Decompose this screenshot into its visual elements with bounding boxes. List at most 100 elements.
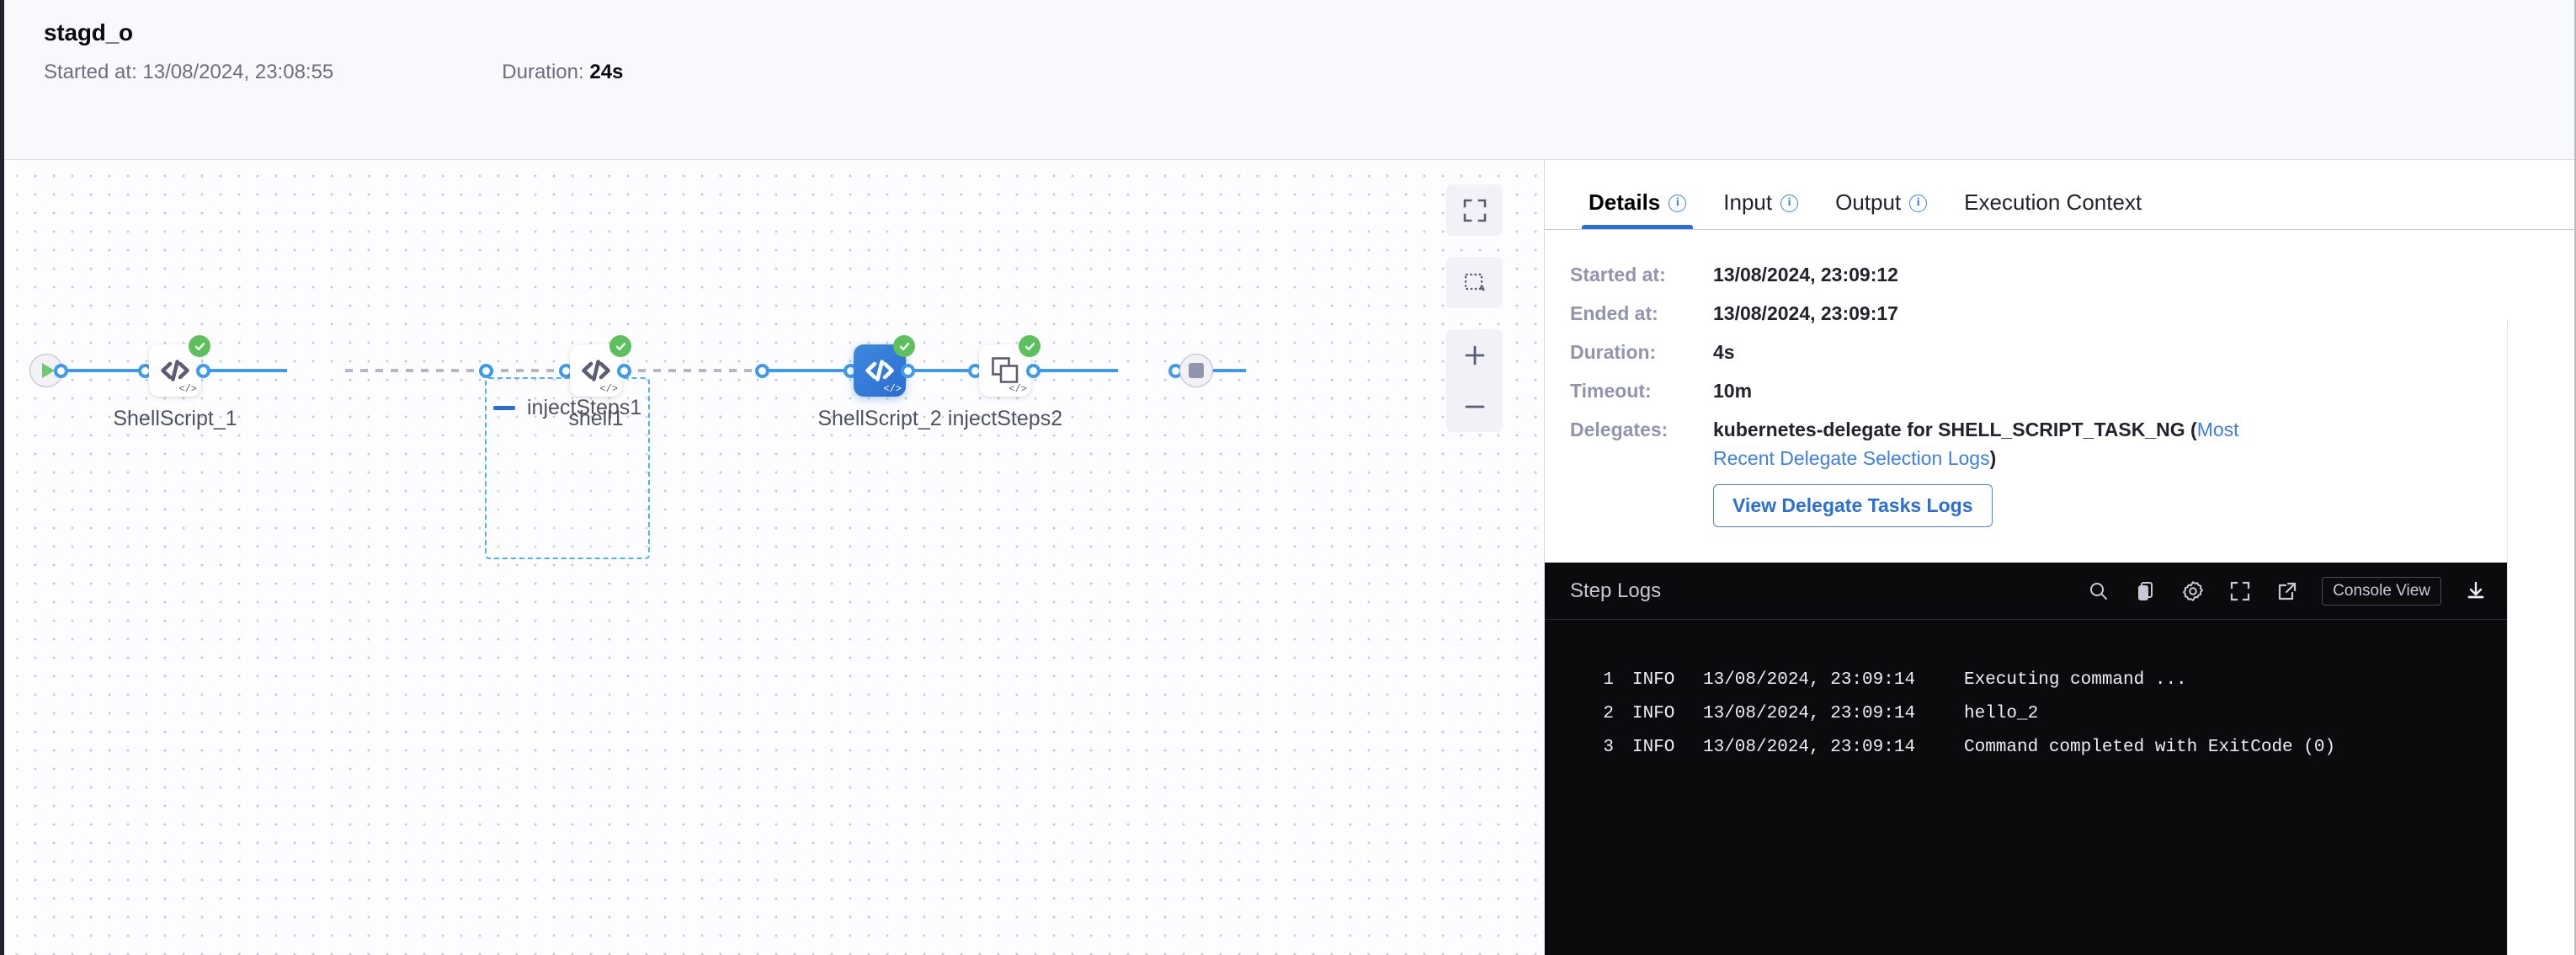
log-line: 2 INFO 13/08/2024, 23:09:14 hello_2 (1545, 697, 2507, 731)
tab-input[interactable]: Input i (1705, 160, 1817, 229)
started-at-label: Started at: (44, 61, 137, 83)
tab-label: Details (1589, 189, 1661, 215)
console-view-button[interactable]: Console View (2322, 576, 2441, 606)
delegates-prefix: kubernetes-delegate for SHELL_SCRIPT_TAS… (1713, 419, 2197, 440)
connector-dot (196, 364, 210, 378)
graph-node-shellscript-1[interactable]: </> ShellScript_1 (113, 335, 237, 430)
fit-to-screen-icon (1463, 199, 1486, 221)
panel-scroll-gutter[interactable] (2507, 320, 2576, 955)
log-line-number: 1 (1603, 670, 1614, 690)
delegates-suffix: ) (1989, 447, 1997, 469)
execution-meta: Started at: 13/08/2024, 23:08:55 Duratio… (44, 61, 2576, 84)
log-level: INFO (1632, 670, 1675, 690)
info-icon[interactable]: i (1909, 195, 1928, 212)
console-header: Step Logs (1545, 563, 2507, 620)
duration-value: 24s (589, 61, 624, 83)
log-timestamp: 13/08/2024, 23:09:14 (1703, 670, 1916, 690)
connector-dot (54, 364, 68, 378)
open-in-new-button[interactable] (2275, 579, 2300, 604)
graph-node-shellscript-2[interactable]: </> ShellScript_2 (817, 335, 942, 430)
code-icon (865, 360, 894, 381)
node-type-icon: </> (883, 383, 902, 395)
execution-header: stagd_o Started at: 13/08/2024, 23:08:55… (0, 0, 2576, 160)
console-title: Step Logs (1570, 579, 1662, 602)
gear-icon (2183, 580, 2204, 601)
status-badge-success (893, 335, 915, 357)
detail-value: 13/08/2024, 23:09:12 (1713, 264, 1898, 285)
page-title: stagd_o (44, 19, 133, 45)
check-icon (194, 342, 205, 350)
status-badge-success (1019, 335, 1041, 357)
code-icon (161, 360, 189, 381)
graph-node-label: injectSteps2 (947, 407, 1063, 430)
info-icon[interactable]: i (1669, 195, 1687, 212)
body-split: injectSteps1 (0, 160, 2576, 955)
started-at-meta: Started at: 13/08/2024, 23:08:55 (44, 61, 333, 84)
left-nav-rail (0, 0, 4, 955)
check-icon (1025, 342, 1035, 350)
tab-output[interactable]: Output i (1817, 160, 1945, 229)
code-icon (582, 360, 610, 381)
detail-row-delegates: Delegates: kubernetes-delegate for SHELL… (1545, 415, 2576, 527)
tab-details[interactable]: Details i (1570, 160, 1705, 229)
detail-row-duration: Duration: 4s (1545, 338, 2576, 366)
zoom-in-icon (1465, 345, 1484, 365)
tab-label: Input (1723, 189, 1773, 215)
end-node[interactable] (1179, 354, 1213, 387)
copy-icon (2138, 581, 2153, 600)
connector-dot (479, 364, 493, 378)
check-icon (615, 342, 625, 350)
settings-button[interactable] (2180, 579, 2206, 604)
detail-row-started-at: Started at: 13/08/2024, 23:09:12 (1545, 260, 2576, 289)
selection-box-icon (1464, 273, 1485, 291)
zoom-out-icon (1465, 405, 1484, 408)
search-button[interactable] (2086, 579, 2111, 604)
external-link-icon (2279, 582, 2297, 600)
details-content: Started at: 13/08/2024, 23:09:12 Ended a… (1545, 230, 2576, 955)
duration-meta: Duration: 24s (502, 61, 623, 84)
detail-label: Timeout: (1570, 380, 1652, 402)
node-type-icon: </> (178, 383, 197, 395)
selection-box-button[interactable] (1446, 257, 1503, 308)
console-toolbar: Console View (2086, 576, 2488, 606)
tab-label: Output (1835, 189, 1902, 215)
started-at-value: 13/08/2024, 23:08:55 (142, 61, 334, 83)
log-output[interactable]: 1 INFO 13/08/2024, 23:09:14 Executing co… (1545, 620, 2507, 955)
zoom-in-button[interactable] (1446, 329, 1503, 381)
play-icon (41, 363, 55, 378)
copy-squares-icon (992, 357, 1019, 383)
download-logs-button[interactable] (2463, 579, 2488, 604)
status-badge-success (189, 335, 210, 357)
step-logs-console: Step Logs (1545, 563, 2507, 955)
detail-value: 10m (1713, 380, 1753, 402)
detail-tabs: Details i Input i Output i Execution Con… (1545, 160, 2576, 230)
tab-execution-context[interactable]: Execution Context (1945, 160, 2160, 229)
step-detail-panel: Details i Input i Output i Execution Con… (1545, 160, 2576, 955)
graph-node-label: shell1 (568, 407, 624, 430)
zoom-stepper (1446, 329, 1503, 432)
view-delegate-tasks-logs-button[interactable]: View Delegate Tasks Logs (1713, 484, 1993, 527)
copy-button[interactable] (2133, 579, 2158, 604)
graph-edges (61, 369, 1246, 372)
fullscreen-button[interactable] (2227, 579, 2253, 604)
connector-dot (617, 364, 631, 378)
graph-node-shell1[interactable]: </> shell1 (568, 335, 631, 430)
pipeline-graph-canvas[interactable]: injectSteps1 (0, 160, 1545, 955)
detail-label: Ended at: (1570, 302, 1658, 324)
delegate-selection-logs-link[interactable]: Most Recent Delegate Selection Logs (1713, 419, 2239, 469)
check-icon (899, 342, 909, 350)
tab-label: Execution Context (1964, 189, 2142, 215)
download-icon (2467, 581, 2484, 598)
status-badge-success (609, 335, 631, 357)
minus-icon[interactable] (493, 406, 515, 410)
step-group-header[interactable]: injectSteps1 (493, 396, 641, 420)
zoom-out-button[interactable] (1446, 381, 1503, 432)
detail-value: 13/08/2024, 23:09:17 (1713, 302, 1898, 324)
info-icon[interactable]: i (1780, 195, 1799, 212)
right-window-edge (2574, 0, 2576, 955)
graph-node-injectsteps2[interactable]: </> injectSteps2 (948, 335, 1062, 430)
fit-to-screen-button[interactable] (1446, 184, 1503, 236)
detail-label: Started at: (1570, 264, 1666, 285)
detail-row-timeout: Timeout: 10m (1545, 376, 2576, 405)
